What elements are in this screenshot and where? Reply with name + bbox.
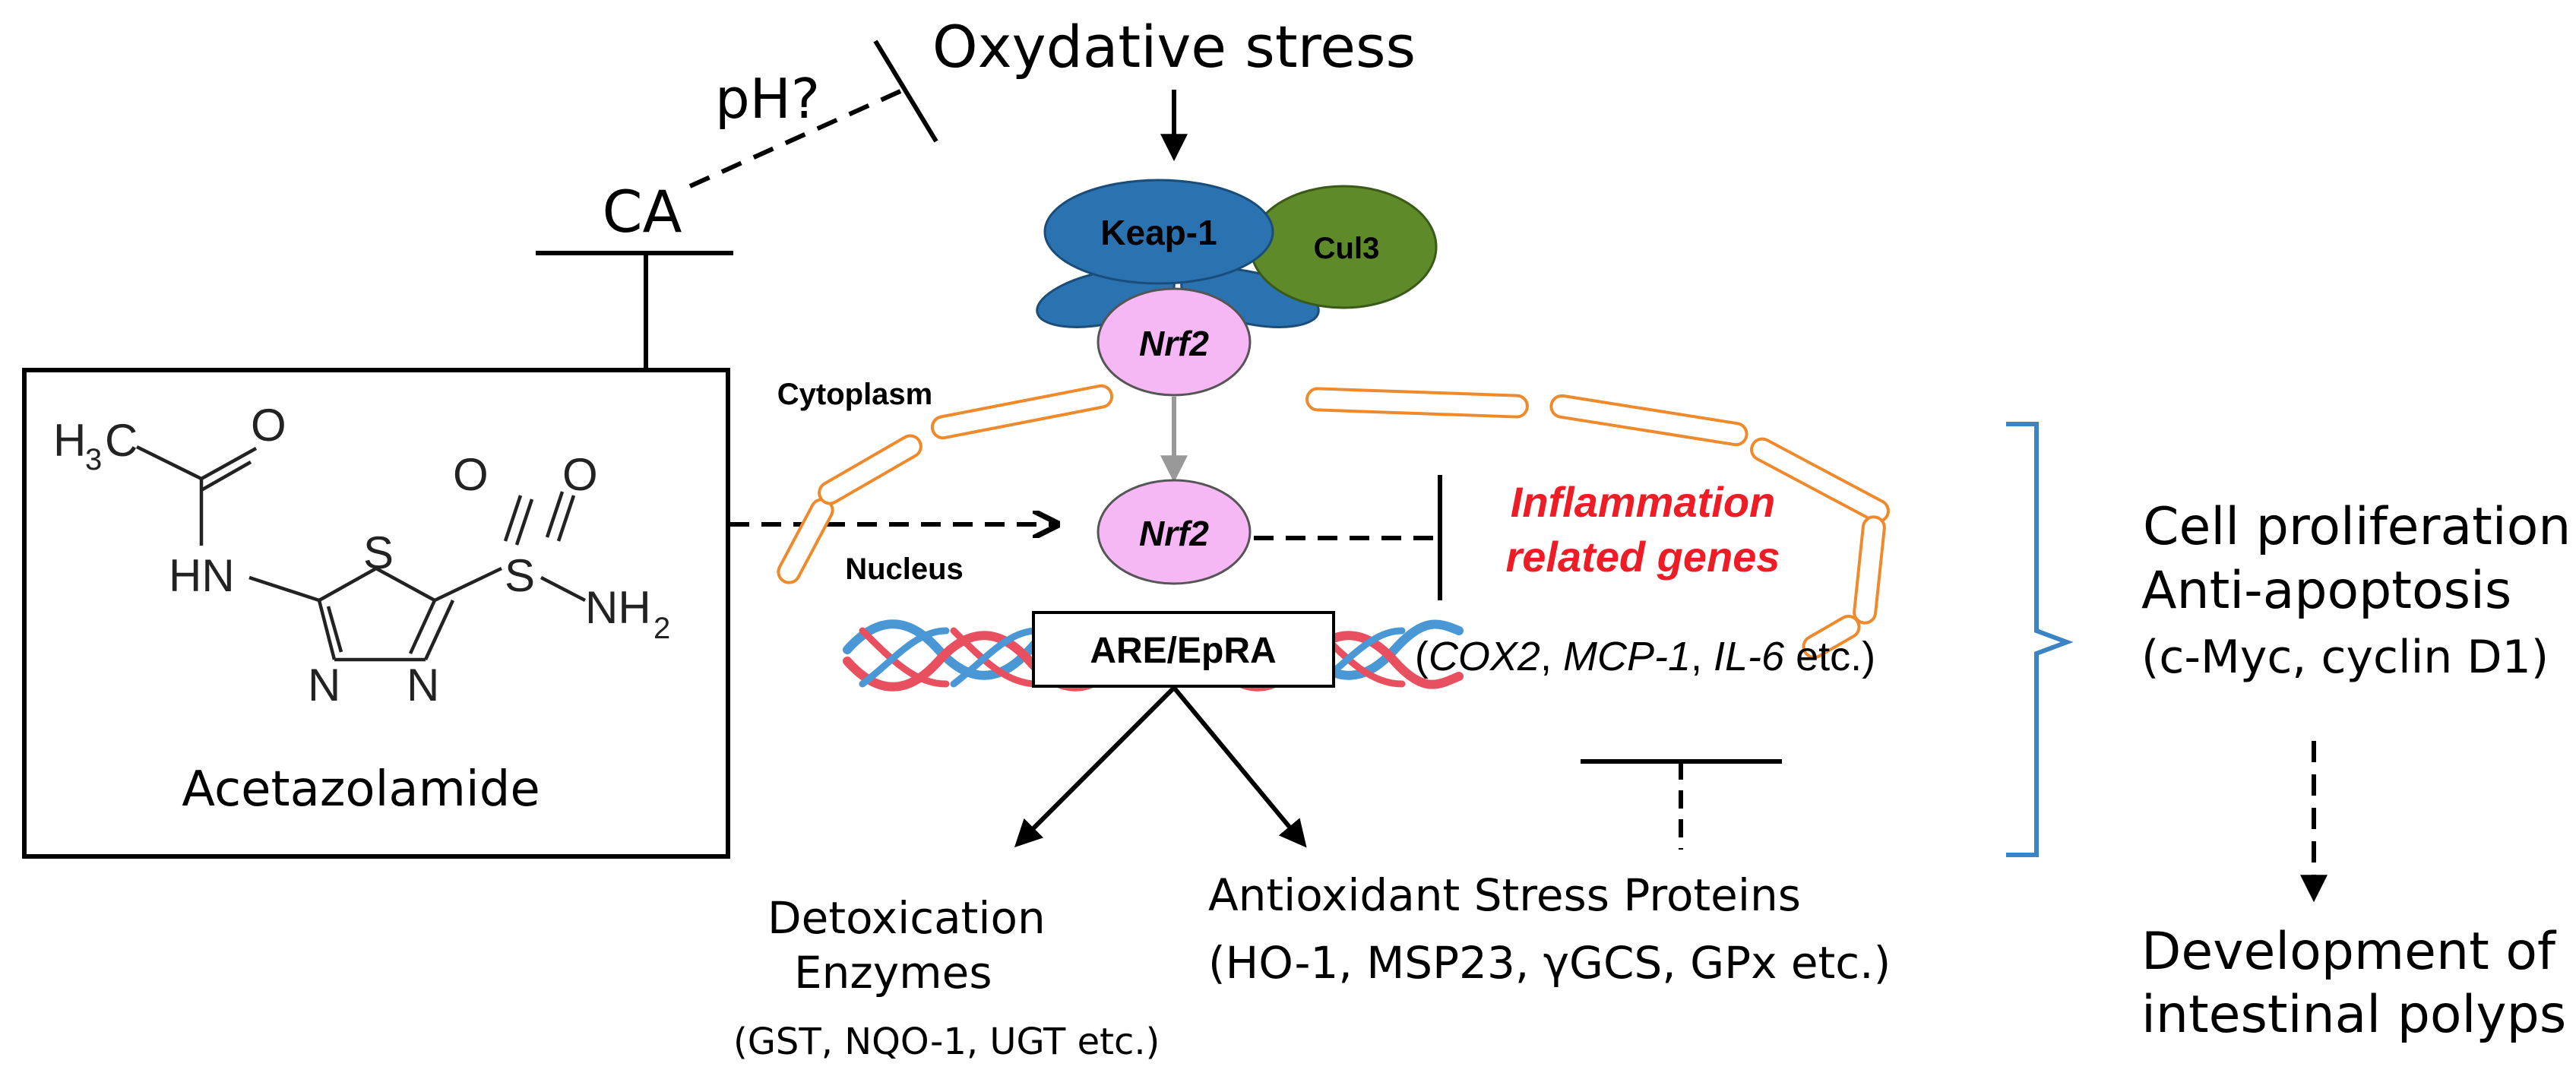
cytoplasm-label: Cytoplasm bbox=[777, 378, 933, 411]
atom-h3c-h: H bbox=[53, 415, 86, 466]
acetazolamide-name: Acetazolamide bbox=[182, 761, 540, 818]
atom-nh2-nh: NH bbox=[585, 582, 651, 633]
inflammation-gene-list: (COX2, MCP-1, IL-6 etc.) bbox=[1415, 634, 1875, 679]
ca-label: CA bbox=[602, 178, 682, 245]
keap1-nrf2-complex: Keap-1 Cul3 Nrf2 bbox=[1036, 179, 1438, 397]
atom-nh2-2: 2 bbox=[653, 612, 670, 645]
acetazolamide-box: H 3 C O HN S S O O NH 2 N N Acetazolamid… bbox=[22, 368, 730, 859]
ph-label: pH? bbox=[715, 67, 820, 131]
polyps-label-line1: Development of bbox=[2141, 922, 2557, 982]
atom-o-left: O bbox=[453, 449, 489, 500]
atom-s-ring: S bbox=[363, 527, 394, 578]
are-epra-label: ARE/EpRA bbox=[1090, 631, 1276, 671]
polyps-label-line2: intestinal polyps bbox=[2141, 985, 2566, 1045]
acetazolamide-structure bbox=[136, 445, 587, 662]
keap1-subunit bbox=[1043, 179, 1274, 285]
nucleus-label: Nucleus bbox=[845, 552, 964, 586]
cell-proliferation-label: Cell proliferation bbox=[2143, 497, 2571, 557]
detox-label-line1: Detoxication bbox=[767, 892, 1046, 944]
oxidative-stress-label: Oxydative stress bbox=[932, 13, 1416, 81]
are-epra-box bbox=[1032, 611, 1335, 688]
atom-o-right: O bbox=[562, 449, 598, 500]
atom-o-carbonyl: O bbox=[251, 400, 286, 451]
nrf2-cytoplasmic bbox=[1097, 287, 1252, 397]
atom-h3c-c: C bbox=[105, 415, 138, 466]
atom-s-sulfonyl: S bbox=[505, 550, 535, 601]
atom-n-left: N bbox=[308, 660, 340, 711]
inflammation-label-line1: Inflammation bbox=[1511, 478, 1775, 526]
ph-inhibition-bar bbox=[873, 40, 938, 143]
are-to-detox-arrow bbox=[1014, 685, 1176, 848]
outcome-examples: (c-Myc, cyclin D1) bbox=[2141, 631, 2549, 684]
keap1-label: Keap-1 bbox=[1100, 213, 1217, 252]
atom-hn: HN bbox=[169, 550, 235, 601]
nrf2-nuclear-label: Nrf2 bbox=[1139, 514, 1209, 553]
ca-ph-dashed-inhibition bbox=[688, 89, 902, 188]
anti-apoptosis-label: Anti-apoptosis bbox=[2141, 561, 2511, 621]
nrf2-cytoplasmic-label: Nrf2 bbox=[1139, 324, 1209, 363]
cul3-label: Cul3 bbox=[1314, 232, 1380, 265]
detox-label-line2: Enzymes bbox=[794, 947, 992, 999]
nuclear-membrane bbox=[777, 384, 1890, 659]
inflammation-label-line2: related genes bbox=[1505, 533, 1780, 581]
antioxidant-examples: (HO-1, MSP23, γGCS, GPx etc.) bbox=[1208, 937, 1891, 989]
nrf2-nuclear bbox=[1097, 479, 1252, 585]
effects-bracket bbox=[2006, 422, 2074, 857]
detox-examples: (GST, NQO-1, UGT etc.) bbox=[733, 1021, 1160, 1063]
are-to-antioxidant-arrow bbox=[1172, 686, 1307, 848]
atom-n-right: N bbox=[407, 660, 439, 711]
antioxidant-label: Antioxidant Stress Proteins bbox=[1208, 869, 1801, 921]
atom-h3c-3: 3 bbox=[85, 443, 102, 476]
